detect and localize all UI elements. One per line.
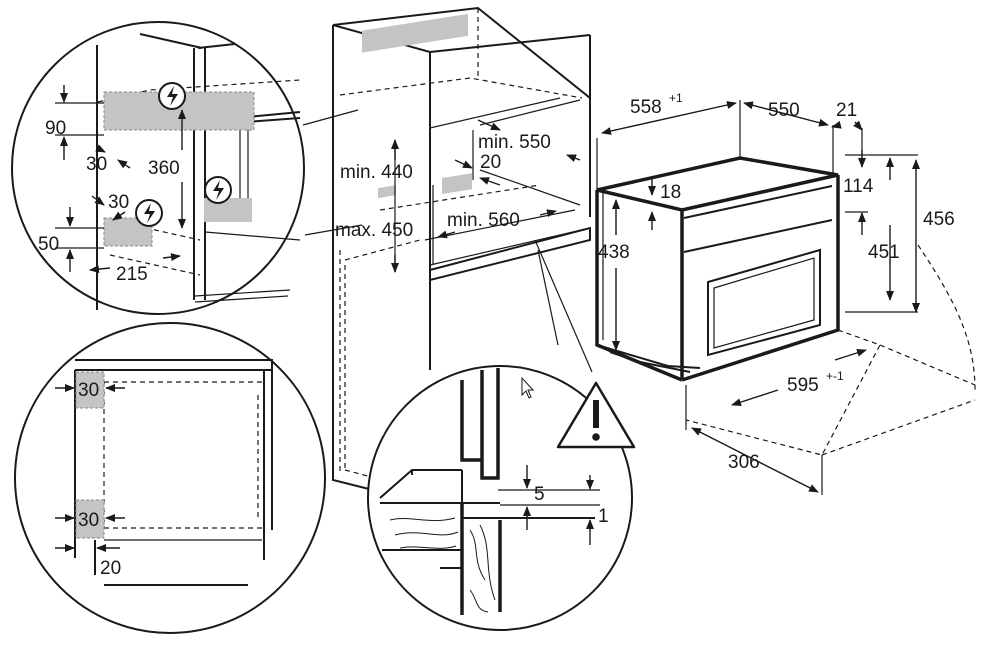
dim-width-min-label: min. 560 <box>447 210 520 231</box>
dim-width-top-tolerance: +1 <box>669 91 683 105</box>
dim-30-bottom-label: 30 <box>108 192 129 213</box>
power-zone-top <box>362 13 468 53</box>
dim-30-side-top-label: 30 <box>78 380 99 401</box>
dim-30-side-bottom-label: 30 <box>78 510 99 531</box>
dim-width-bottom-label: 595 <box>787 375 819 396</box>
dim-width-top-label: 558 <box>630 97 662 118</box>
appliance <box>595 156 976 456</box>
clearance-zone-top <box>75 371 105 409</box>
dim-height-inner-label: 438 <box>598 242 630 263</box>
power-icon-bottom <box>135 199 163 227</box>
wood-grain <box>389 517 496 613</box>
dim-width-bottom-tolerance: +-1 <box>826 369 844 383</box>
dim-panel-label: 114 <box>843 176 874 197</box>
detail-side-clearance: 30 30 20 <box>14 322 326 634</box>
dim-5-label: 5 <box>534 484 545 505</box>
dim-depth-label: 550 <box>768 100 800 121</box>
dim-height-min-label: min. 440 <box>340 162 413 183</box>
cursor-icon <box>521 376 535 399</box>
tall-cabinet <box>332 6 591 491</box>
dim-gap-20-label: 20 <box>480 152 501 173</box>
dim-215-label: 215 <box>116 264 148 285</box>
dim-front-label: 21 <box>836 100 857 121</box>
top-unit-dimensions: min. 550 20 min. 440 max. 450 min. 560 <box>335 119 581 273</box>
warning-triangle-icon <box>556 381 636 449</box>
appliance-dimensions: 558 +1 550 21 18 438 114 456 451 595 +-1… <box>596 91 955 495</box>
dim-top-gap-label: 18 <box>660 182 681 203</box>
dim-top-depth-label: min. 550 <box>478 132 551 153</box>
detail-power-zones: 90 30 360 30 50 215 <box>11 21 363 315</box>
dim-20-label: 20 <box>100 558 121 579</box>
dim-360-label: 360 <box>148 158 180 179</box>
power-icon-mid <box>204 176 232 204</box>
power-icon-top <box>158 82 186 110</box>
dim-door-open-label: 306 <box>728 452 760 473</box>
power-zone-low <box>378 185 396 199</box>
dim-height-max-label: max. 450 <box>335 220 413 241</box>
dim-1-label: 1 <box>598 506 609 527</box>
dim-height-body-label: 451 <box>868 242 900 263</box>
detail-gap-warning: 5 1 <box>367 239 636 631</box>
clearance-zone-bottom <box>75 499 105 539</box>
dim-50-label: 50 <box>38 234 59 255</box>
dim-90-label: 90 <box>45 118 66 139</box>
dim-height-total-label: 456 <box>923 209 955 230</box>
power-zone-mid <box>442 173 472 194</box>
dim-30-top-label: 30 <box>86 154 107 175</box>
